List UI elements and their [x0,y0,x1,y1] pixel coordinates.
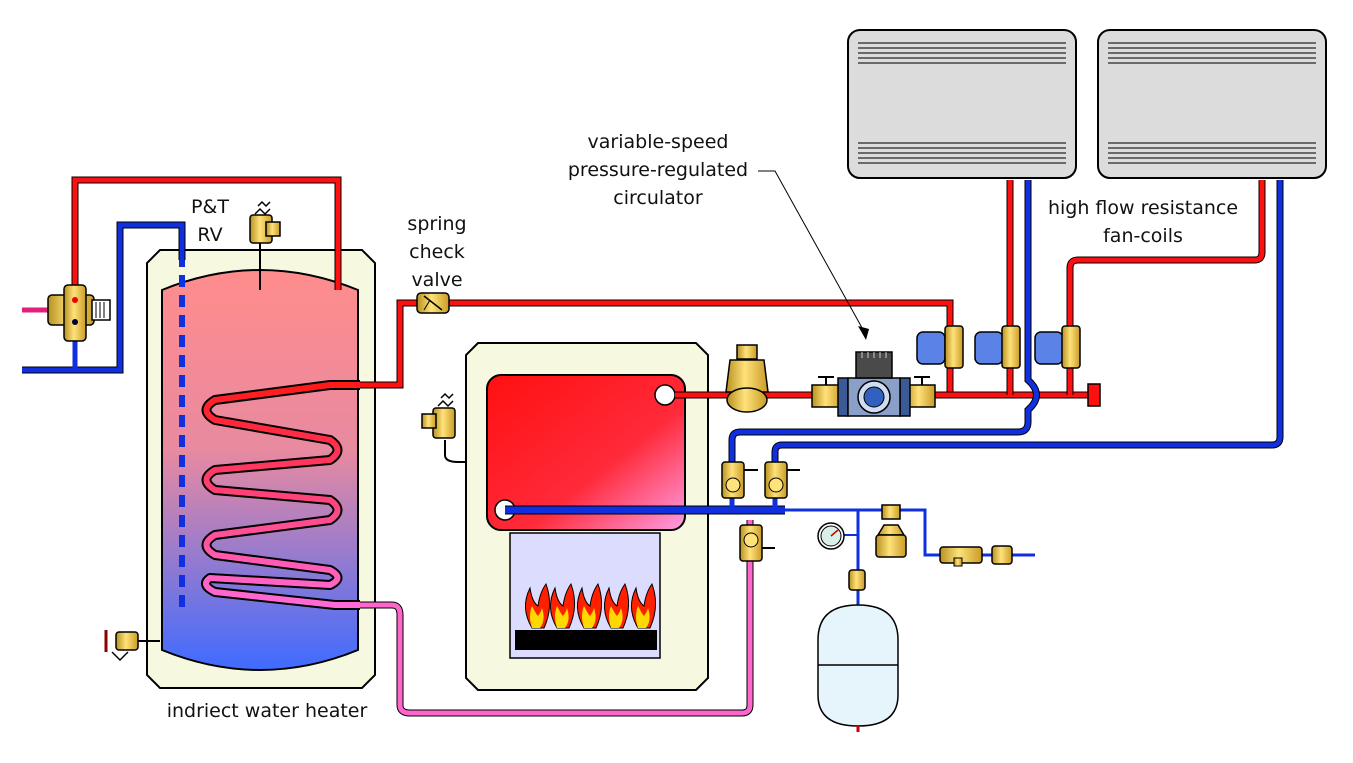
pt-rv-line-2: RV [197,224,223,246]
boiler-relief-valve [421,392,466,463]
spring-check-line-2: check [409,241,465,263]
fan-coil-1 [847,29,1077,179]
circulator-line-3: circulator [613,187,703,209]
circulator-leader-line [758,170,867,336]
pressure-reducing-valve [875,504,907,558]
expansion-tank [817,569,899,732]
boiler-heat-exchanger [486,374,686,531]
circulator-line-2: pressure-regulated [567,159,749,181]
spring-check-valve [416,292,450,314]
zone-valve-2 [974,325,1021,369]
pt-relief-valve-label: P&T RV [180,193,240,249]
makeup-shutoff-valve [991,545,1013,565]
thermostatic-mixing-valve [47,284,111,342]
fan-coils-label: high flow resistance fan-coils [1036,194,1250,250]
fan-coil-2 [1097,29,1327,179]
circulator [811,351,936,417]
fancoil-line-1: high flow resistance [1047,197,1239,219]
water-heater-label: indriect water heater [166,700,368,722]
zone-valve-1 [916,325,964,369]
circulator-line-1: variable-speed [587,131,729,153]
backflow-preventer [939,546,983,567]
fancoil-line-2: fan-coils [1103,225,1183,247]
boiler [421,342,709,691]
dhw-piping [22,176,342,374]
spring-check-line-1: spring [407,213,467,235]
pt-rv-line-1: P&T [191,196,229,218]
spring-check-line-3: valve [411,269,463,291]
burner-flames [525,582,656,629]
indirect-water-heater [104,200,376,689]
pressure-gauge [817,522,845,550]
spring-check-valve-label: spring check valve [392,210,482,294]
burner [515,630,657,650]
return-piping [360,180,1284,717]
drain-valve [104,630,160,662]
zone-valve-3 [1034,325,1081,369]
pt-relief-valve [249,200,281,244]
circulator-label: variable-speed pressure-regulated circul… [558,128,758,212]
air-separator [725,344,769,413]
purge-valve-2 [764,461,800,499]
purge-valve-1 [721,461,758,499]
purge-valve-3 [739,524,775,562]
